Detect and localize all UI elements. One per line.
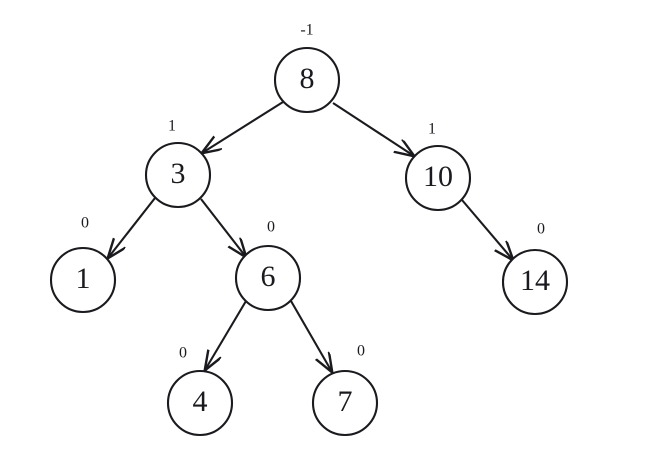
tree-edge-n10-to-n14 xyxy=(461,199,513,260)
node-balance-factor-10: 1 xyxy=(428,121,436,138)
node-circle-4 xyxy=(166,369,234,437)
node-balance-factor-6: 0 xyxy=(267,219,275,236)
node-circle-3 xyxy=(144,141,212,209)
node-key-label-10: 10 xyxy=(423,160,453,193)
node-circle-1 xyxy=(49,246,117,314)
tree-edge-n3-to-n1 xyxy=(108,197,156,258)
tree-node-3[interactable]: 31 xyxy=(144,118,212,209)
node-balance-factor-3: 1 xyxy=(168,118,176,135)
tree-node-4[interactable]: 40 xyxy=(166,345,234,437)
node-circle-7 xyxy=(311,369,379,437)
node-balance-factor-4: 0 xyxy=(179,345,187,362)
node-key-label-14: 14 xyxy=(520,264,550,297)
tree-edge-n3-to-n6 xyxy=(200,198,246,257)
node-key-label-8: 8 xyxy=(300,62,315,95)
node-circle-10 xyxy=(404,144,472,212)
tree-node-1[interactable]: 10 xyxy=(49,215,117,314)
node-balance-factor-8: -1 xyxy=(300,22,313,39)
node-key-label-7: 7 xyxy=(338,385,353,418)
tree-node-6[interactable]: 60 xyxy=(234,219,302,312)
node-key-label-4: 4 xyxy=(193,385,208,418)
tree-node-8[interactable]: 8 -1 xyxy=(273,22,341,114)
node-balance-factor-7: 0 xyxy=(357,343,365,360)
node-balance-factor-14: 0 xyxy=(537,221,545,238)
tree-edge-n8-to-n3 xyxy=(202,101,284,153)
node-key-label-6: 6 xyxy=(261,260,276,293)
tree-node-7[interactable]: 70 xyxy=(311,343,379,437)
tree-edge-n6-to-n7 xyxy=(290,300,332,372)
node-balance-factor-1: 0 xyxy=(81,215,89,232)
node-key-label-3: 3 xyxy=(171,157,186,190)
node-circle-6 xyxy=(234,244,302,312)
tree-node-14[interactable]: 14 0 xyxy=(501,221,569,316)
node-circle-8 xyxy=(273,46,341,114)
tree-edge-n6-to-n4 xyxy=(205,300,247,370)
edges-group xyxy=(108,101,513,372)
tree-node-10[interactable]: 10 1 xyxy=(404,121,472,212)
node-key-label-1: 1 xyxy=(76,262,91,295)
node-circle-14 xyxy=(501,248,569,316)
tree-edge-n8-to-n10 xyxy=(332,102,414,156)
